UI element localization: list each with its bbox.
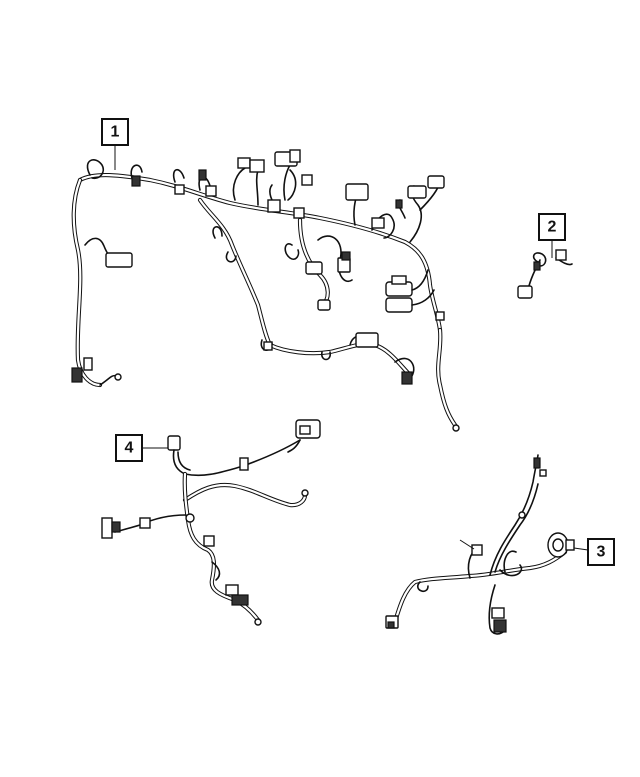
harness-2: [517, 240, 573, 299]
callout-2-label: 2: [548, 219, 557, 236]
harness-4: [101, 419, 321, 626]
callout-3-label: 3: [597, 544, 606, 561]
callout-2: 2: [538, 213, 566, 241]
callout-4: 4: [115, 434, 143, 462]
callout-4-label: 4: [125, 440, 134, 457]
callout-3: 3: [587, 538, 615, 566]
harness-1: [71, 145, 460, 432]
harness-3: [385, 454, 589, 635]
callout-1: 1: [101, 118, 129, 146]
callout-1-label: 1: [111, 124, 120, 141]
